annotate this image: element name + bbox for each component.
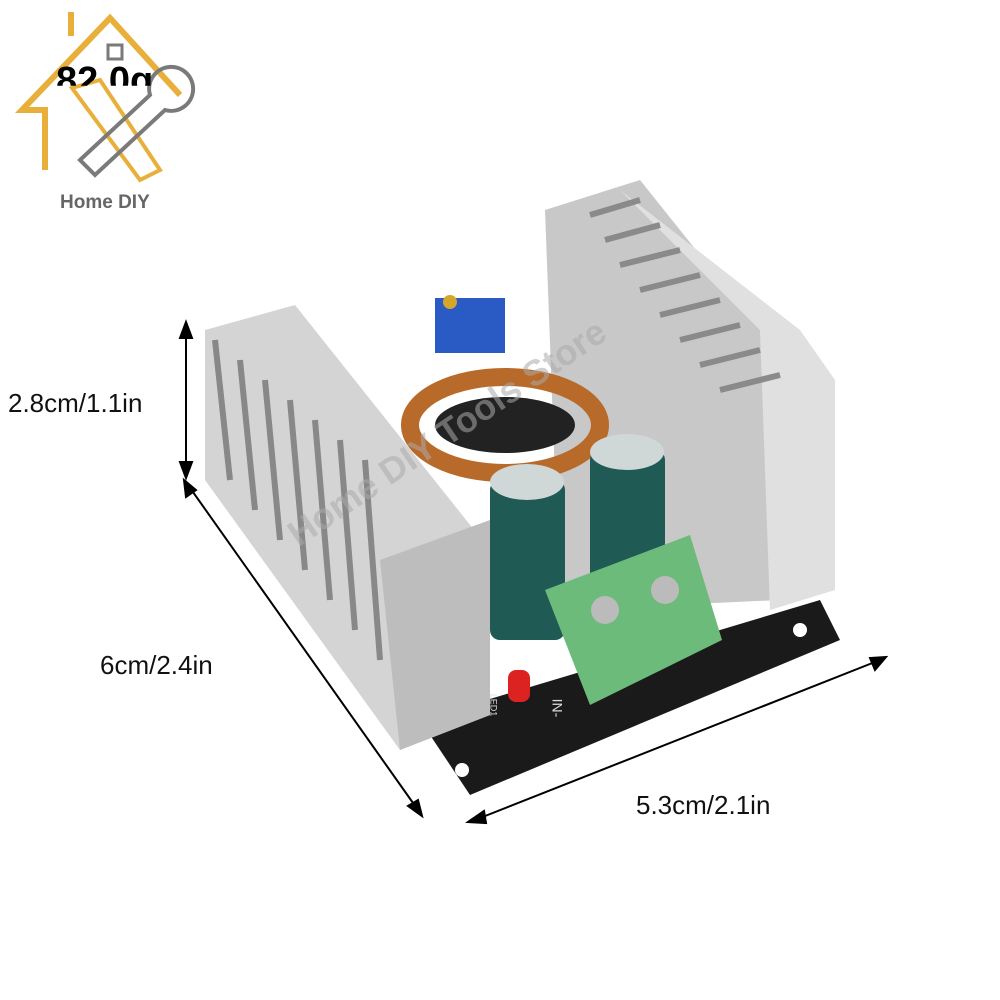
height-dimension-label: 2.8cm/1.1in bbox=[8, 388, 143, 418]
input-label: IN- bbox=[549, 698, 566, 718]
weight-label: 82.0g bbox=[56, 60, 154, 102]
width-dimension-label: 5.3cm/2.1in bbox=[636, 790, 771, 820]
led-label: LED1 bbox=[488, 693, 499, 717]
led bbox=[508, 670, 530, 702]
left-heatsink bbox=[205, 305, 490, 750]
terminal-block bbox=[545, 535, 722, 705]
pcb-board bbox=[420, 600, 840, 795]
depth-dimension-label: 6cm/2.4in bbox=[100, 650, 213, 680]
logo-text: Home DIY bbox=[60, 192, 150, 213]
logo-icon bbox=[14, 12, 196, 183]
capacitor bbox=[490, 480, 565, 640]
dimension-arrows bbox=[178, 319, 889, 825]
